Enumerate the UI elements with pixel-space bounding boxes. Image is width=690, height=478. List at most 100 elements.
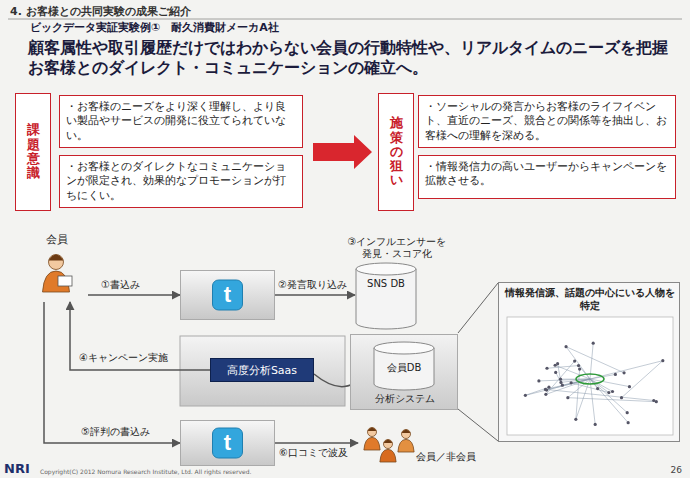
network-dot — [556, 362, 559, 365]
network-dot — [611, 390, 614, 393]
twitter-box: t — [180, 270, 275, 320]
network-dot — [537, 379, 540, 382]
cylinder-top — [356, 263, 416, 275]
node-text: t — [224, 284, 231, 306]
network-link — [590, 379, 628, 423]
network-link — [622, 361, 663, 398]
page-number: 26 — [656, 465, 682, 476]
connector — [88, 294, 180, 296]
slide-title: 顧客属性や取引履歴だけではわからない会員の行動特性や、リアルタイムのニーズを把握… — [28, 38, 683, 78]
subtitle: ビックデータ実証実験例① 耐久消費財メーカA社 — [30, 21, 450, 34]
analysis-system-box: 分析システム会員DB — [350, 334, 458, 410]
person-head — [384, 440, 393, 449]
block-arrow — [313, 135, 372, 169]
platform-box — [180, 336, 345, 406]
node-text: 会員 — [28, 232, 86, 247]
shape — [355, 262, 417, 330]
person-body — [380, 449, 396, 462]
band-column: 施策の狙い — [378, 93, 414, 211]
network-dot — [614, 373, 617, 376]
person-head — [368, 428, 377, 437]
step-label: ③インフルエンサーを 発見・スコア化 — [343, 236, 451, 260]
network-dot — [626, 411, 629, 414]
person-body — [398, 439, 414, 452]
person-head — [49, 255, 64, 270]
network-dot — [554, 371, 557, 374]
connector — [44, 302, 180, 443]
network-dot — [559, 381, 562, 384]
network-dot — [577, 364, 580, 367]
edge-label: ⑤評判の書込み — [80, 426, 151, 438]
network-link — [590, 379, 612, 391]
node-text: ・情報発信力の高いユーザーからキャンペーンを拡散させる。 — [425, 160, 669, 189]
copyright: Copyright(C) 2012 Nomura Research Instit… — [40, 468, 370, 475]
person-hair — [402, 430, 411, 434]
network-dot — [596, 387, 599, 390]
cylinder-top — [374, 342, 434, 354]
audience-icon: 会員／非会員 — [358, 424, 486, 472]
network-link — [566, 347, 624, 373]
text-box: ・ソーシャルの発言からお客様のライフイベント、直近のニーズ、競合との関係等を抽出… — [418, 95, 676, 148]
logo-text: NRI — [4, 461, 38, 477]
network-panel: 情報発信源、話題の中心にいる人物を特定 — [498, 282, 680, 442]
cylinder-body — [356, 269, 416, 329]
node-text: 課題意識 — [27, 123, 40, 180]
person-hair — [368, 428, 377, 432]
network-dot — [594, 423, 597, 426]
network-dot — [620, 396, 623, 399]
person-hair — [384, 440, 393, 444]
saas-box: 高度分析Saas — [210, 358, 314, 382]
network-dot — [566, 396, 569, 399]
network-dot — [574, 418, 577, 421]
database-cylinder: 会員DB — [373, 341, 435, 391]
section-heading: 4. お客様との共同実験の成果ご紹介 — [10, 5, 410, 18]
network-dot — [524, 394, 527, 397]
node-text: 分析システム — [351, 392, 459, 406]
node-text: ・ソーシャルの発言からお客様のライフイベント、直近のニーズ、競合との関係等を抽出… — [425, 100, 669, 143]
network-link — [556, 372, 563, 385]
header-rule — [8, 19, 682, 20]
network-dot — [564, 345, 567, 348]
network-link — [547, 366, 579, 369]
network-dot — [561, 384, 564, 387]
node-text: 会員／非会員 — [416, 450, 476, 464]
zoom-line — [458, 283, 498, 333]
network-dot — [655, 400, 658, 403]
edge-label: ⑥口コミで波及 — [278, 447, 349, 459]
member-icon: 会員 — [28, 232, 86, 302]
edge-label: ①書込み — [100, 279, 141, 291]
network-dot — [628, 385, 631, 388]
network-dot — [592, 342, 595, 345]
zoom-line — [458, 409, 498, 441]
network-dot — [545, 367, 548, 370]
node-text: 情報発信源、話題の中心にいる人物を特定 — [505, 287, 675, 312]
node-text: 会員DB — [373, 361, 435, 375]
issue-band: 課題意識・お客様のニーズをより深く理解し、より良い製品やサービスの開発に役立てら… — [15, 93, 305, 211]
network-dot — [627, 421, 630, 424]
network-dot — [547, 386, 550, 389]
twitter-logo — [213, 280, 243, 310]
band-column: 課題意識 — [15, 93, 51, 211]
network-link — [525, 387, 549, 395]
network-dot — [622, 371, 625, 374]
shape — [358, 424, 486, 472]
network-link — [568, 398, 656, 402]
edge-label: ④キャンペーン実施 — [78, 352, 169, 364]
node-text: SNS DB — [355, 278, 417, 289]
issue-band: 施策の狙い・ソーシャルの発言からお客様のライフイベント、直近のニーズ、競合との関… — [378, 93, 678, 211]
network-link — [545, 389, 653, 400]
network-dot — [544, 393, 547, 396]
network-dot — [559, 378, 562, 381]
network-dot — [570, 381, 573, 384]
person-head — [402, 430, 411, 439]
network-link — [590, 379, 595, 424]
network-link — [525, 379, 590, 395]
network-dot — [573, 359, 576, 362]
twitter-box: t — [180, 420, 275, 466]
text-box: ・情報発信力の高いユーザーからキャンペーンを拡散させる。 — [418, 155, 676, 199]
network-dot — [578, 368, 581, 371]
notebook — [58, 276, 72, 286]
node-text: 高度分析Saas — [227, 363, 297, 378]
